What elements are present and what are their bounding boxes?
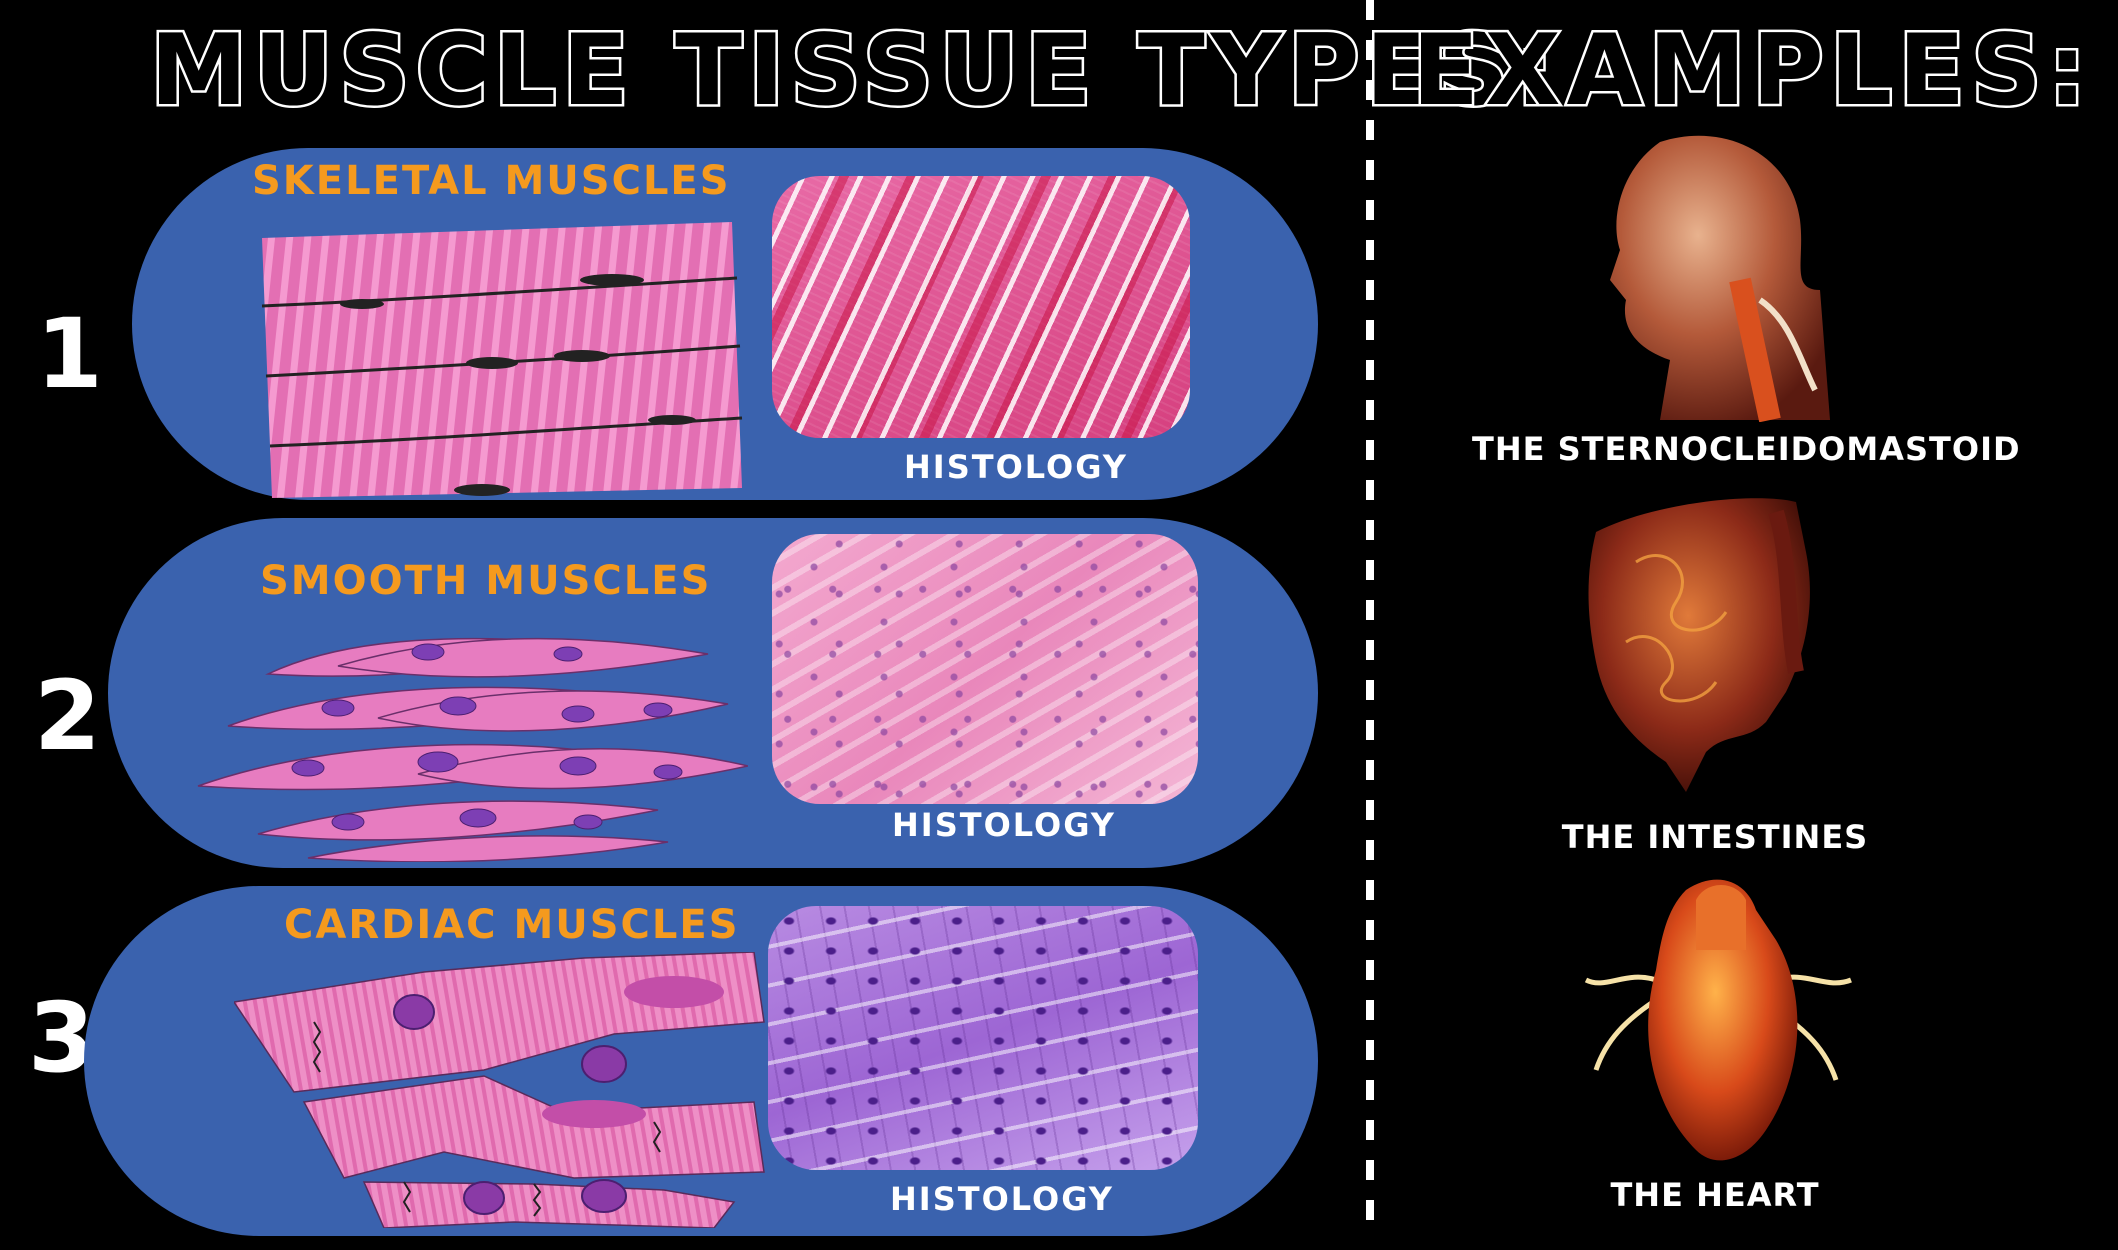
tissue-number-1: 1: [36, 298, 103, 410]
skeletal-muscle-illustration: [261, 222, 743, 498]
example-label-intestines: THE INTESTINES: [1561, 818, 1869, 856]
tissue-card-cardiac: CARDIAC MUSCLES: [84, 886, 1318, 1236]
sternocleidomastoid-image: [1610, 135, 1830, 422]
heart-image: [1584, 879, 1852, 1161]
tissue-title-smooth: SMOOTH MUSCLES: [260, 558, 712, 604]
heading-examples: EXAMPLES:: [1410, 14, 2093, 128]
tissue-title-skeletal: SKELETAL MUSCLES: [252, 158, 731, 204]
tissue-card-smooth: SMOOTH MUSCLES HISTOLO: [108, 518, 1318, 868]
smooth-muscle-illustration: [197, 637, 748, 862]
histology-image-skeletal: [772, 176, 1190, 438]
histology-caption-smooth: HISTOLOGY: [892, 806, 1116, 844]
example-label-heart: THE HEART: [1610, 1176, 1820, 1214]
histology-caption-cardiac: HISTOLOGY: [890, 1180, 1114, 1218]
histology-image-smooth: [772, 534, 1198, 804]
tissue-number-2: 2: [34, 660, 101, 772]
example-label-sternocleidomastoid: THE STERNOCLEIDOMASTOID: [1472, 430, 2021, 468]
histology-caption-skeletal: HISTOLOGY: [904, 448, 1128, 486]
tissue-title-cardiac: CARDIAC MUSCLES: [284, 902, 740, 948]
dashed-divider: [1366, 0, 1374, 1240]
tissue-number-3: 3: [28, 982, 95, 1094]
heading-muscle-tissue-types: MUSCLE TISSUE TYPES:: [147, 14, 1561, 128]
histology-image-cardiac: [768, 906, 1198, 1170]
tissue-card-skeletal: SKELETAL MUSCLES HISTOLOGY: [132, 148, 1318, 500]
intestines-image: [1588, 498, 1810, 792]
cardiac-muscle-illustration: [234, 952, 765, 1228]
